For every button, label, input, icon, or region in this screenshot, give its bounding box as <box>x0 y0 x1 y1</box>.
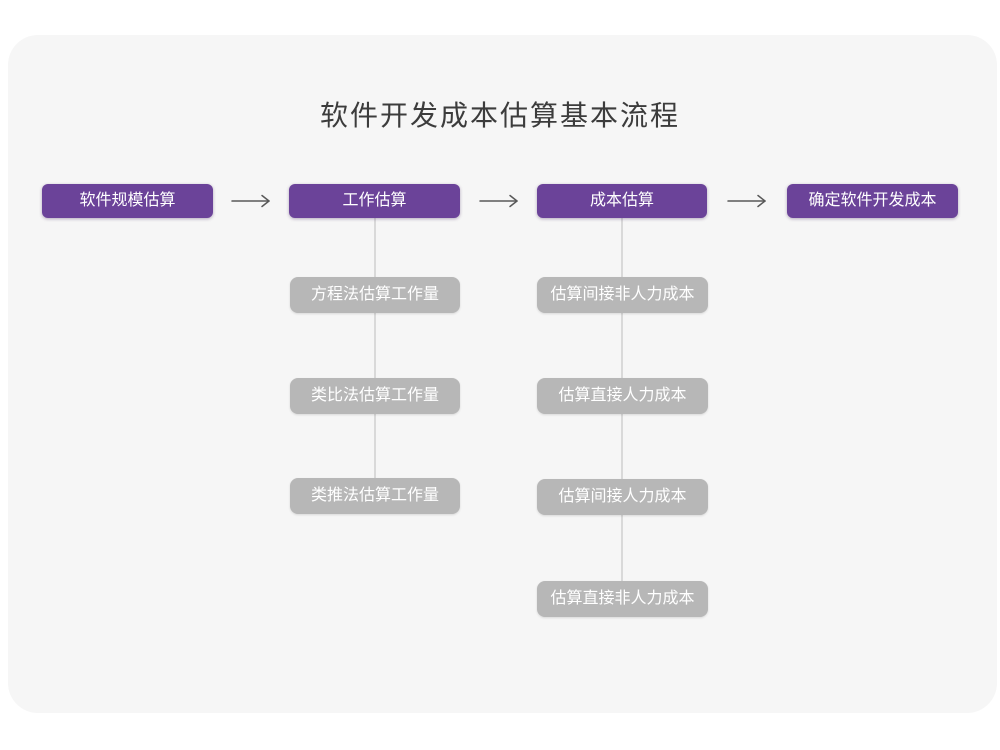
right-arrow-icon <box>479 194 518 208</box>
step-software-scale-estimation: 软件规模估算 <box>42 184 213 218</box>
cost-item-direct-non-labor: 估算直接非人力成本 <box>537 581 708 617</box>
cost-item-indirect-non-labor: 估算间接非人力成本 <box>537 277 708 313</box>
diagram-card <box>8 35 997 713</box>
cost-item-indirect-labor: 估算间接人力成本 <box>537 479 708 515</box>
work-method-extrapolation: 类推法估算工作量 <box>290 478 460 514</box>
diagram-title: 软件开发成本估算基本流程 <box>319 100 680 131</box>
cost-item-direct-labor: 估算直接人力成本 <box>537 378 708 414</box>
right-arrow-icon <box>231 194 270 208</box>
step-determine-development-cost: 确定软件开发成本 <box>787 184 958 218</box>
connector-work-estimation <box>374 218 376 496</box>
step-cost-estimation: 成本估算 <box>537 184 707 218</box>
step-work-estimation: 工作估算 <box>289 184 460 218</box>
work-method-equation: 方程法估算工作量 <box>290 277 460 313</box>
right-arrow-icon <box>727 194 766 208</box>
work-method-analogy: 类比法估算工作量 <box>290 378 460 414</box>
